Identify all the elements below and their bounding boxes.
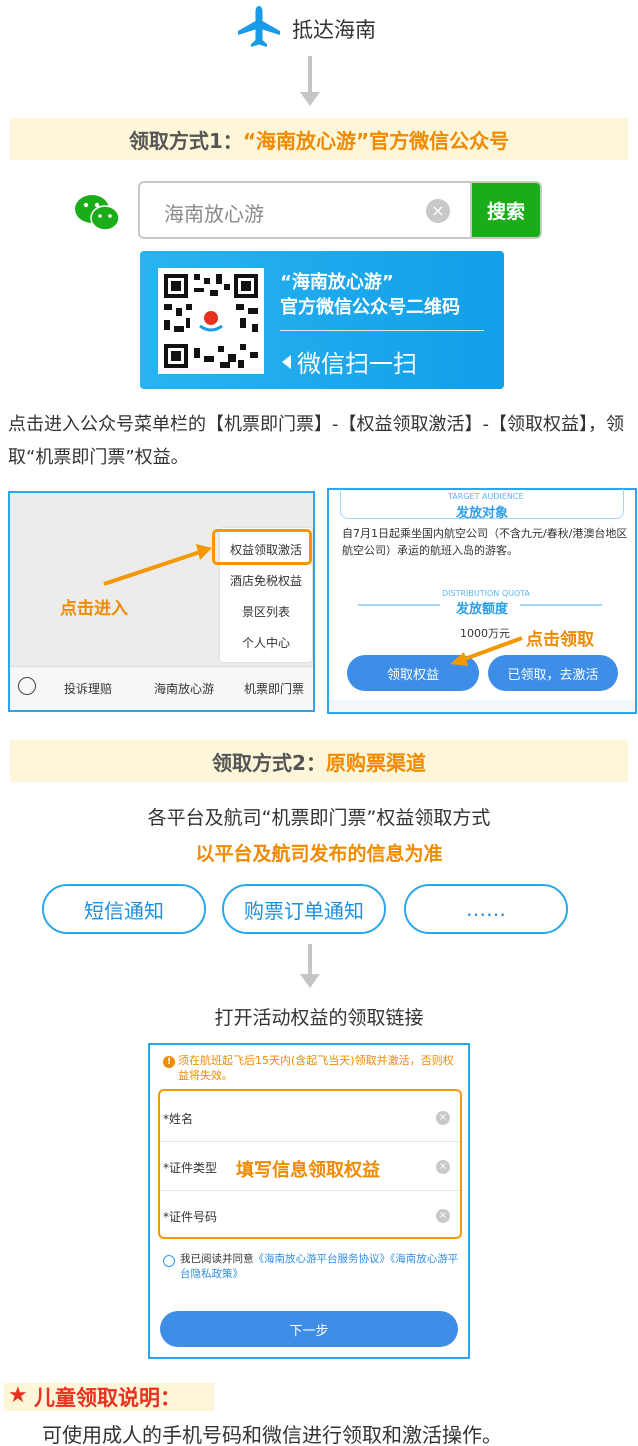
clear-id-type-icon[interactable]: × [436,1160,450,1174]
triangle-left-icon [282,355,291,369]
wechat-bottom-bar [10,666,313,710]
id-number-field-label[interactable]: *证件号码 [163,1210,218,1224]
clear-name-icon[interactable]: × [436,1111,450,1125]
scan-text: 微信扫一扫 [297,350,417,378]
orange-arrow-2 [450,636,523,666]
child-note-title: 儿童领取说明： [34,1386,181,1410]
method2-label: 领取方式2： [212,750,326,775]
menu-item-claim-activate[interactable]: 权益领取激活 [229,542,302,557]
field-divider [160,1190,460,1191]
warning-icon: ! [163,1056,175,1068]
fill-info-label: 填写信息领取权益 [236,1160,380,1181]
target-audience-frame [340,489,624,519]
menu-popup: 权益领取激活 酒店免税权益 景区列表 个人中心 [220,528,312,662]
privacy-policy-link[interactable]: 《海南放心游平台隐私政策》 [180,1253,459,1280]
target-audience-cn: 发放对象 [456,506,509,521]
quota-cn: 发放额度 [456,602,509,617]
menu-item-hotel[interactable]: 酒店免税权益 [229,573,302,588]
name-field-label[interactable]: *姓名 [163,1112,194,1126]
qr-divider [280,330,484,331]
method2-value: 原购票渠道 [325,750,426,775]
agree-checkbox[interactable] [163,1255,175,1267]
star-icon: ★ [8,1383,28,1408]
wechat-scan-label: 微信扫一扫 [282,344,417,379]
search-query: 海南放心游 [164,202,264,226]
quota-line-right [520,604,602,606]
qr-title-line1: “海南放心游” [280,272,394,293]
arrive-hainan-title: 抵达海南 [292,18,376,42]
claim-page-footer [329,700,635,712]
next-step-button[interactable]: 下一步 [160,1311,458,1347]
sms-notice-pill[interactable]: 短信通知 [42,884,206,934]
platform-line: 各平台及航司“机票即门票”权益领取方式 [147,807,491,829]
down-arrow-2 [300,944,320,988]
claimed-activate-button[interactable]: 已领取，去激活 [488,655,618,691]
search-button[interactable]: 搜索 [472,181,542,239]
airplane-icon [238,6,280,47]
method1-label: 领取方式1： [128,128,243,153]
qr-code-image [158,268,264,374]
quota-en: DISTRIBUTION QUOTA [442,589,531,598]
more-pill[interactable]: …… [404,884,568,934]
wechat-icon [75,195,120,231]
down-arrow-1 [300,56,320,106]
bottom-menu-complaint[interactable]: 投诉理赔 [64,682,113,696]
form-highlight-box [158,1089,462,1239]
platform-note: 以平台及航司发布的信息为准 [195,843,443,865]
child-note-text: 可使用成人的手机号码和微信进行领取和激活操作。 [42,1423,502,1446]
quota-amount: 1000万元 [460,627,510,640]
search-input-box[interactable] [138,181,472,239]
orange-arrow-1 [103,544,212,586]
agree-text: 我已阅读并同意《海南放心游平台服务协议》《海南放心游平台隐私政策》 [180,1252,462,1282]
menu-item-personal[interactable]: 个人中心 [241,635,290,650]
field-divider [160,1141,460,1142]
child-note-band [4,1383,214,1411]
clear-id-number-icon[interactable]: × [436,1209,450,1223]
tap-claim-label: 点击领取 [526,630,594,650]
menu-highlight-box [212,529,312,565]
method2-banner: 领取方式2： 原购票渠道 [10,740,628,782]
order-notice-pill[interactable]: 购票订单通知 [222,884,386,934]
bottom-menu-ticket[interactable]: 机票即门票 [244,682,305,696]
qr-title-line2: 官方微信公众号二维码 [280,297,460,318]
form-warning: 须在航班起飞后15天内(含起飞当天)领取并激活，否则权益将失效。 [178,1054,454,1082]
method1-banner: 领取方式1： “海南放心游”官方微信公众号 [10,118,628,160]
bottom-menu-hainan[interactable]: 海南放心游 [154,682,215,696]
service-agreement-link[interactable]: 《海南放心游平台服务协议》 [253,1253,391,1265]
open-link-text: 打开活动权益的领取链接 [214,1007,424,1029]
method1-value: “海南放心游”官方微信公众号 [242,128,510,153]
agree-prefix: 我已阅读并同意 [180,1253,254,1265]
target-audience-text: 自7月1日起乘坐国内航空公司（不含九元/春秋/港澳台地区航空公司）承运的航班入岛… [342,527,628,557]
clear-icon[interactable]: × [426,199,450,223]
quota-line-left [358,604,440,606]
claim-form-screenshot [148,1043,470,1359]
id-type-field-label[interactable]: *证件类型 [163,1161,218,1175]
menu-item-scenic[interactable]: 景区列表 [241,604,290,619]
tap-enter-label: 点击进入 [60,599,128,619]
keyboard-icon[interactable] [18,677,36,695]
target-audience-en: TARGET AUDIENCE [448,492,524,501]
menu-instruction: 点击进入公众号菜单栏的【机票即门票】-【权益领取激活】-【领取权益】，领取“机票… [8,414,624,468]
